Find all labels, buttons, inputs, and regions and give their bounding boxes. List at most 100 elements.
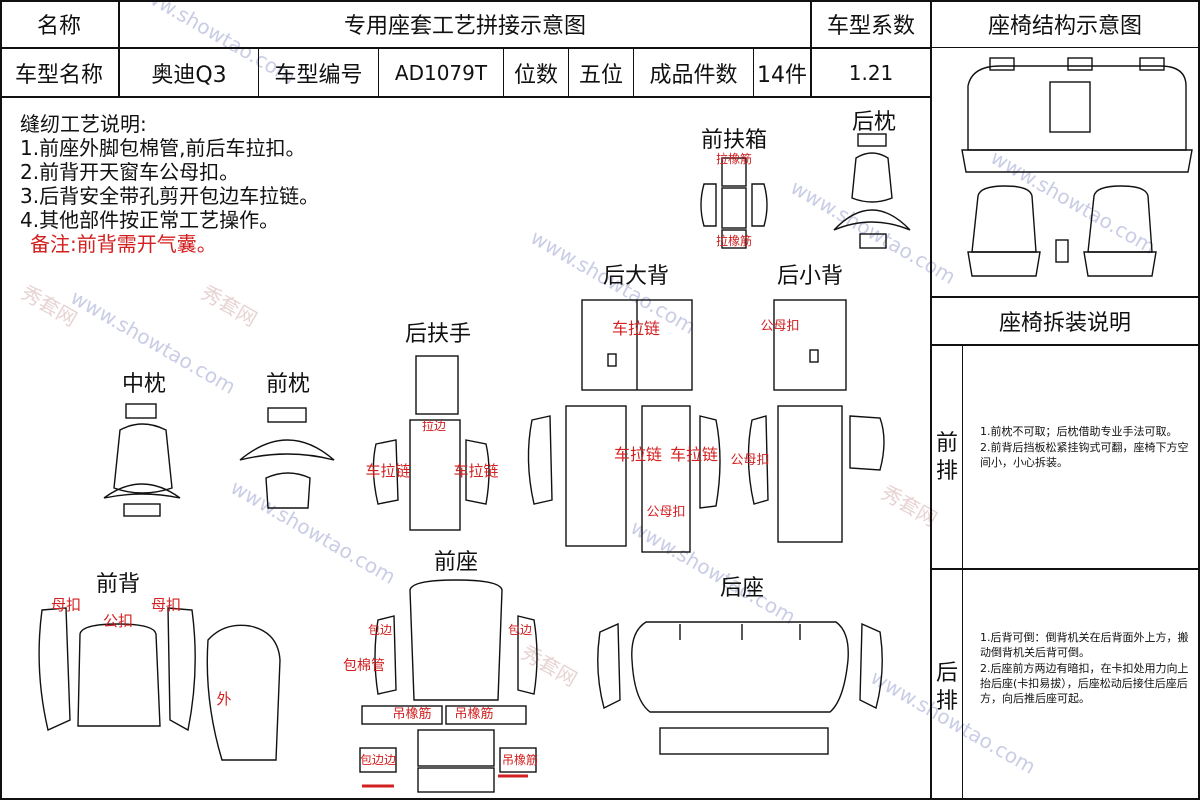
border-left (0, 0, 2, 800)
annotation-female: 母扣 (151, 596, 181, 614)
annotation-binding-edge: 包边边 (360, 753, 396, 767)
col-3 (378, 48, 379, 96)
pieces-label: 成品件数 (649, 62, 738, 88)
rear-row-note: 2.后座前方两边有暗扣，在卡扣处用力向上抬后座(卡扣易拔），后座松动后接住后座后… (980, 662, 1189, 705)
pattern-piece (857, 133, 887, 147)
pattern-piece (699, 415, 721, 509)
annotation-pull-edge: 拉边 (422, 418, 446, 433)
border-top (0, 0, 1200, 2)
front-seat-cushion-shape (1083, 251, 1157, 277)
model-name-label: 车型名称 (14, 62, 103, 88)
annotation-elastic: 拉橡筋 (716, 151, 752, 166)
pattern-piece (445, 705, 527, 725)
pattern-piece (859, 622, 883, 710)
pattern-piece (417, 729, 495, 767)
side-v1 (962, 344, 963, 798)
pattern-piece (833, 209, 911, 231)
col-6 (633, 48, 634, 96)
pattern-piece (721, 187, 747, 229)
rear-seat-pieces (597, 621, 883, 755)
factor-value: 1.21 (848, 60, 894, 85)
rear-bench-armrest-shape (1049, 81, 1091, 133)
front-row-label: 前排 (935, 431, 958, 484)
pattern-piece (465, 439, 490, 505)
side-h3 (930, 344, 1198, 346)
sheet-title: 专用座套工艺拼接示意图 (343, 13, 586, 39)
pattern-piece (361, 705, 443, 725)
label-rear-armrest: 后扶手 (404, 322, 472, 347)
annotation-zipper: 车拉链 (614, 445, 662, 464)
front-pillow-pieces (239, 407, 335, 509)
pattern-piece (125, 403, 157, 419)
pattern-piece (374, 615, 397, 695)
row-divider-1 (0, 47, 930, 49)
model-code: AD1079T (394, 60, 488, 85)
annotation-hang-elastic: 吊橡筋 (454, 706, 493, 722)
rear-headrest-shape (1139, 57, 1165, 71)
pattern-piece (499, 747, 537, 773)
label-front-back: 前背 (95, 572, 141, 597)
pattern-piece (206, 624, 281, 761)
pattern-piece (409, 419, 461, 531)
border-right (1198, 0, 1200, 800)
pattern-piece (517, 615, 538, 695)
annotation-binding: 包边 (368, 623, 392, 637)
annotation-zipper: 车拉链 (670, 445, 718, 464)
rear-pillow-pieces (833, 133, 911, 249)
front-armrest-pieces: 拉橡筋 拉橡筋 (700, 151, 768, 249)
front-armrest-shape (1055, 239, 1069, 263)
annotation-male: 公扣 (103, 612, 133, 630)
pattern-piece (415, 355, 459, 415)
annotation-zipper: 车拉链 (453, 462, 498, 480)
side-divider (930, 0, 932, 800)
pattern-piece (641, 405, 691, 553)
border-bottom (0, 798, 1200, 800)
pattern-piece (849, 415, 885, 471)
pattern-piece (77, 623, 161, 727)
pattern-piece (167, 607, 196, 732)
col-4 (503, 48, 504, 96)
side-h4 (930, 568, 1198, 570)
pattern-piece (565, 405, 627, 547)
annotation-male-female: 公母扣 (646, 505, 685, 520)
annotation-elastic: 拉橡筋 (716, 233, 752, 248)
front-seat-back-shape (971, 185, 1037, 253)
side-h2 (930, 296, 1198, 298)
name-label: 名称 (36, 13, 81, 39)
front-row-note: 1.前枕不可取；后枕借助专业手法可取。 (980, 425, 1178, 438)
rear-row-label: 后排 (935, 661, 958, 714)
label-middle-pillow: 中枕 (121, 372, 167, 397)
pattern-piece (631, 621, 849, 713)
front-back-pieces: 母扣 公扣 母扣 外 (38, 596, 281, 761)
pattern-piece (409, 579, 503, 701)
col-1 (118, 0, 120, 96)
label-rear-seat: 后座 (719, 576, 765, 601)
annotation-zipper: 车拉链 (612, 319, 660, 338)
col-5 (568, 48, 569, 96)
pieces-count: 14件 (757, 62, 807, 88)
col-7 (753, 48, 754, 96)
col-last (810, 0, 812, 96)
pattern-piece (265, 472, 311, 509)
rear-row-notes: 1.后背可倒：倒背机关在后背面外上方，搬动倒背机关后背可倒。 2.后座前方两边有… (980, 630, 1192, 707)
annotation-binding-cotton: 包棉管 (343, 657, 385, 674)
sewing-notes: 缝纫工艺说明: 1.前座外脚包棉管,前后车拉扣。 2.前背开天窗车公母扣。 3.… (20, 112, 319, 256)
label-front-pillow: 前枕 (265, 372, 311, 397)
pattern-piece (747, 415, 769, 505)
rear-big-back-pieces: 车拉链 车拉链 车拉链 公母扣 (527, 299, 721, 553)
front-seat-cushion-shape (967, 251, 1041, 277)
annotation-zipper: 车拉链 (365, 462, 410, 480)
row-divider-2 (0, 96, 930, 98)
label-front-armrest: 前扶箱 (700, 128, 768, 153)
rear-armrest-pieces: 拉边 车拉链 车拉链 (365, 355, 499, 531)
pattern-piece (721, 229, 747, 249)
pattern-piece (751, 183, 768, 227)
note-item: 3.后背安全带孔剪开包边车拉链。 (20, 184, 320, 208)
seats: 五位 (578, 62, 623, 88)
rear-row-note: 1.后背可倒：倒背机关在后背面外上方，搬动倒背机关后背可倒。 (980, 631, 1189, 659)
factor-label: 车型系数 (826, 13, 915, 39)
pattern-piece (417, 767, 495, 793)
note-item: 4.其他部件按正常工艺操作。 (20, 208, 280, 232)
